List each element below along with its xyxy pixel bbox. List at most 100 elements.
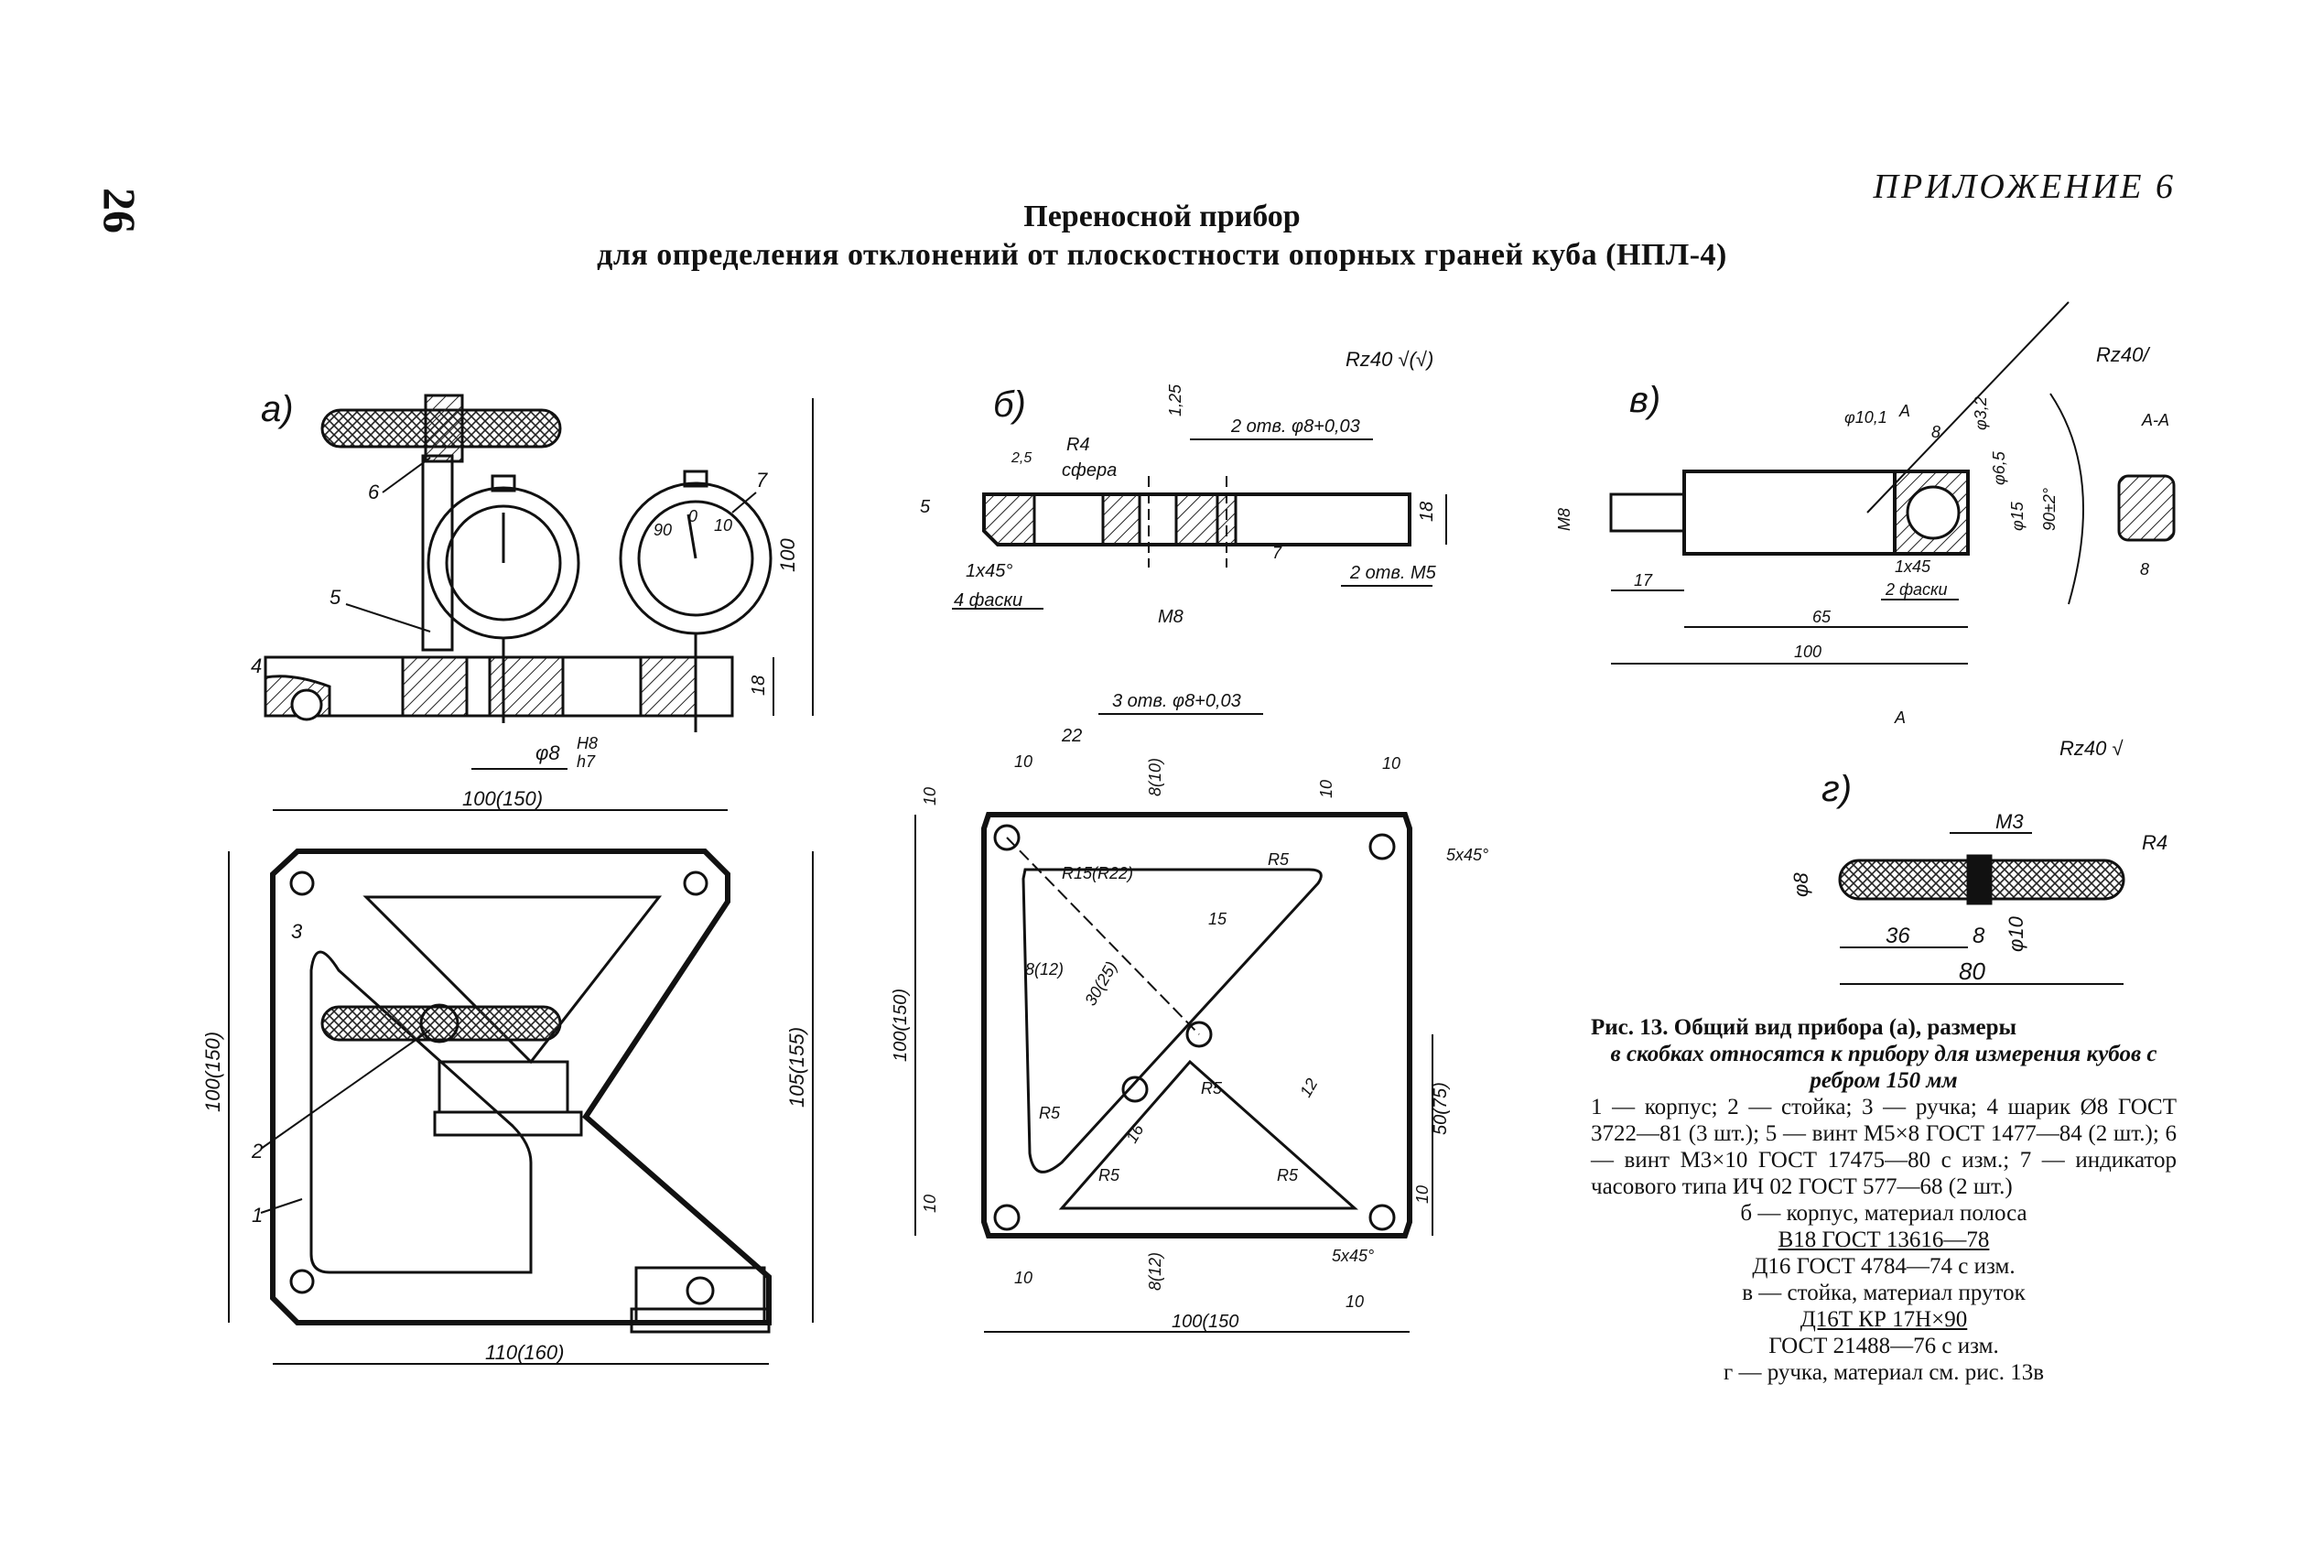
b-sphere: сфера xyxy=(1062,460,1117,481)
b-5: 5 xyxy=(920,497,931,517)
b-8-10: 8(10) xyxy=(1146,758,1164,796)
b-1x45: 1x45° xyxy=(966,561,1012,581)
roughness-g: Rz40 √ xyxy=(2059,737,2124,760)
v-100: 100 xyxy=(1794,643,1821,661)
b-M8: М8 xyxy=(1158,607,1184,627)
dim-a-bottom-110-160: 110(160) xyxy=(485,1341,564,1364)
view-b-section: б) Rz40 √(√) R4 сфера 2,5 1,25 2 отв. φ8… xyxy=(920,348,1447,627)
v-A-top: А xyxy=(1898,402,1910,420)
callout-1: 1 xyxy=(252,1204,263,1227)
dim-a-right-105-155: 105(155) xyxy=(785,1027,808,1108)
v-phi6-5: φ6,5 xyxy=(1990,450,2008,485)
v-M8: М8 xyxy=(1555,508,1573,531)
b-18: 18 xyxy=(1417,502,1437,522)
dial-indicator-2: 90 0 10 xyxy=(619,470,773,732)
b-1-25: 1,25 xyxy=(1166,384,1184,416)
v-phi15: φ15 xyxy=(2008,501,2027,531)
b-R4: R4 xyxy=(1066,435,1090,455)
dial-mark-90: 90 xyxy=(654,521,672,539)
g-phi10: φ10 xyxy=(2005,915,2027,952)
handle-plan xyxy=(320,1005,562,1042)
post xyxy=(421,454,454,652)
b-10-right-top: 10 xyxy=(1382,754,1400,773)
caption-b-line: б — корпус, материал полоса xyxy=(1740,1201,2027,1226)
view-v-label: в) xyxy=(1629,380,1660,420)
dim-a-top-100-150: 100(150) xyxy=(462,787,543,810)
dial-mark-0: 0 xyxy=(688,507,697,525)
caption-b-frac-top: В18 ГОСТ 13616—78 xyxy=(1778,1227,1990,1252)
view-g-handle: г) Rz40 √ М3 R4 φ8 36 8 φ10 80 xyxy=(1789,737,2167,985)
dial-indicator-1 xyxy=(427,474,580,723)
b-2holes-M5: 2 отв. М5 xyxy=(1349,563,1437,583)
callout-5: 5 xyxy=(330,586,341,609)
g-80: 80 xyxy=(1959,957,1985,985)
b-4chamfers: 4 фаски xyxy=(954,590,1022,611)
b-12: 12 xyxy=(1296,1076,1321,1100)
b-2holes-8: 2 отв. φ8+0,03 xyxy=(1230,416,1360,437)
v-8-section: 8 xyxy=(2140,560,2149,579)
v-17: 17 xyxy=(1634,571,1653,589)
b-8-12-left: 8(12) xyxy=(1025,960,1064,979)
view-b-plan: 3 отв. φ8+0,03 22 10 8(10) 10 10 10 5x45… xyxy=(891,691,1488,1333)
v-A-A: А-А xyxy=(2141,411,2169,429)
v-1x45: 1x45 xyxy=(1895,557,1931,576)
b-R5-center: R5 xyxy=(1201,1079,1223,1098)
caption-v-line: в — стойка, материал пруток xyxy=(1742,1281,2026,1305)
view-g-label: г) xyxy=(1821,769,1852,809)
b-15: 15 xyxy=(1208,910,1227,928)
v-phi3-2: φ3,2 xyxy=(1972,396,1990,430)
b-10-bottom-right: 10 xyxy=(1346,1292,1364,1311)
b-10-top: 10 xyxy=(1014,752,1032,771)
b-10-left-bottom: 10 xyxy=(921,1195,939,1213)
roughness-v: Rz40/ xyxy=(2096,343,2150,366)
g-36: 36 xyxy=(1886,924,1910,948)
b-10-right: 10 xyxy=(1317,780,1335,798)
g-M3: М3 xyxy=(1995,810,2024,833)
caption-b-frac-bottom: Д16 ГОСТ 4784—74 с изм. xyxy=(1752,1254,2016,1279)
b-10-bottom-left: 10 xyxy=(1014,1269,1032,1287)
dim-a-h7: h7 xyxy=(577,752,596,771)
view-a-plan: 3 2 1 100(150) 100(150) 105(155) 110(160… xyxy=(201,787,814,1365)
dim-a-left-100-150: 100(150) xyxy=(201,1032,224,1112)
b-10-left: 10 xyxy=(921,787,939,806)
b-7: 7 xyxy=(1272,544,1282,562)
dim-a-phi8: φ8 xyxy=(535,741,560,764)
b-5x45-top: 5x45° xyxy=(1446,846,1488,864)
v-2chamfers: 2 фаски xyxy=(1885,580,1948,599)
dial-mark-10: 10 xyxy=(714,516,732,535)
b-2-5: 2,5 xyxy=(1011,450,1032,466)
b-R15-R22: R15(R22) xyxy=(1062,864,1133,882)
view-b-label: б) xyxy=(993,384,1026,425)
b-100-150-left: 100(150) xyxy=(891,989,911,1062)
caption-parts: 1 — корпус; 2 — стойка; 3 — ручка; 4 шар… xyxy=(1591,1095,2177,1199)
callout-2: 2 xyxy=(251,1140,263,1162)
b-5x45-bottom: 5x45° xyxy=(1332,1247,1374,1265)
b-22: 22 xyxy=(1061,726,1082,746)
v-8: 8 xyxy=(1931,423,1940,441)
view-a-front: а) 90 0 10 6 xyxy=(251,389,814,771)
appendix-label: ПРИЛОЖЕНИЕ 6 xyxy=(1873,168,2176,206)
v-65: 65 xyxy=(1812,608,1832,626)
page-title: Переносной прибор xyxy=(1023,200,1301,233)
v-A-bottom: А xyxy=(1894,708,1906,727)
b-R5-bottom-right: R5 xyxy=(1277,1166,1299,1184)
v-90-deg: 90±2° xyxy=(2040,488,2059,531)
dim-a-100: 100 xyxy=(776,538,799,572)
caption-v-frac-bottom: ГОСТ 21488—76 с изм. xyxy=(1768,1334,1999,1358)
caption-note: в скобках относятся к прибору для измере… xyxy=(1610,1042,2157,1093)
b-R5-top: R5 xyxy=(1268,850,1290,869)
b-R5-left: R5 xyxy=(1039,1104,1061,1122)
b-30-25: 30(25) xyxy=(1081,958,1120,1009)
g-R4: R4 xyxy=(2142,831,2167,854)
g-phi8: φ8 xyxy=(1789,872,1812,897)
b-R5-bottom-left: R5 xyxy=(1098,1166,1120,1184)
b-3holes-8: 3 отв. φ8+0,03 xyxy=(1112,691,1241,711)
callout-3: 3 xyxy=(291,920,303,943)
view-a-label: а) xyxy=(261,389,294,429)
callout-7: 7 xyxy=(756,469,768,492)
caption-head: Рис. 13. Общий вид прибора (а), размеры xyxy=(1591,1015,2017,1040)
roughness-b: Rz40 √(√) xyxy=(1346,348,1433,371)
g-8: 8 xyxy=(1973,924,1985,948)
view-v-post: в) Rz40/ φ10,1 А 8 φ3,2 φ6,5 φ15 90±2° М… xyxy=(1555,301,2176,727)
b-10-right-bottom: 10 xyxy=(1413,1185,1432,1204)
